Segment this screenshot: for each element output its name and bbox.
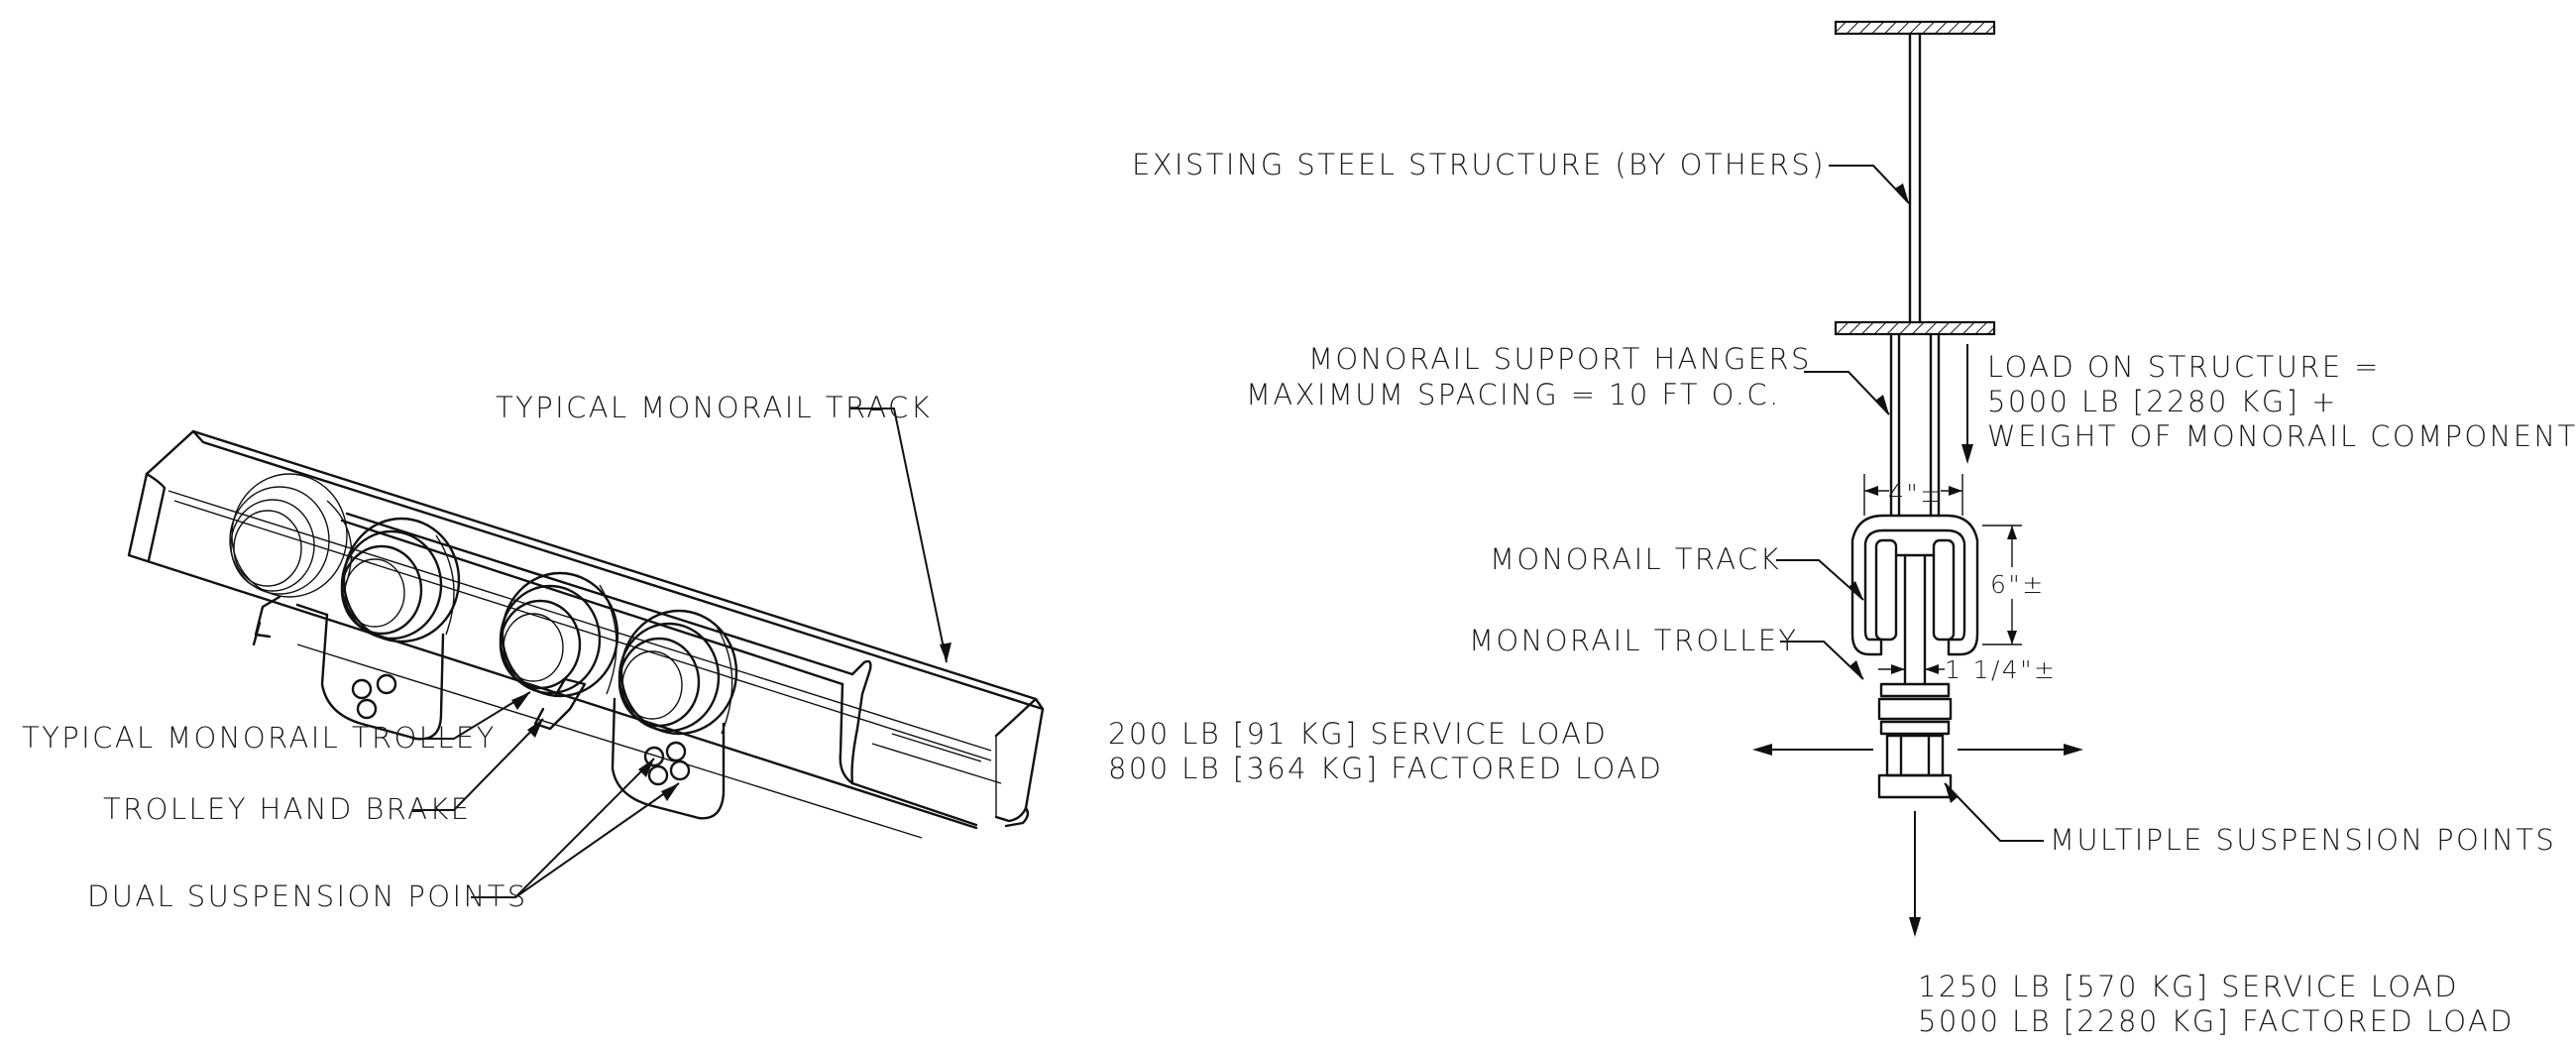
label-hangers-line2: MAXIMUM SPACING = 10 FT O.C. <box>1246 378 1781 411</box>
monorail-track-section <box>1850 514 1979 656</box>
steel-i-beam <box>1834 20 1996 336</box>
label-lateral-factored-load: 800 LB [364 KG] FACTORED LOAD <box>1108 752 1663 785</box>
dim-flange: 1 1/4"± <box>1945 655 2057 684</box>
label-load-line1: LOAD ON STRUCTURE = <box>1987 350 2381 384</box>
trolley-wheel-4 <box>611 609 738 820</box>
isometric-monorail-view: TYPICAL MONORAIL TRACK TYPICAL MONORAIL … <box>22 391 1045 913</box>
label-typical-monorail-trolley: TYPICAL MONORAIL TROLLEY <box>22 721 497 755</box>
label-load-line2: 5000 LB [2280 KG] + <box>1987 385 2338 418</box>
trolley-wheel-3 <box>499 571 619 731</box>
label-monorail-trolley: MONORAIL TROLLEY <box>1469 624 1799 657</box>
label-multiple-suspension-points: MULTIPLE SUSPENSION POINTS <box>2050 823 2556 857</box>
label-typical-monorail-track: TYPICAL MONORAIL TRACK <box>496 391 932 424</box>
label-trolley-hand-brake: TROLLEY HAND BRAKE <box>103 792 472 826</box>
label-vertical-factored-load: 5000 LB [2280 KG] FACTORED LOAD <box>1918 1004 2515 1038</box>
monorail-track-iso <box>127 429 1045 839</box>
label-load-line3: WEIGHT OF MONORAIL COMPONENTS <box>1987 419 2576 453</box>
trolley-wheel-ghost <box>229 473 353 646</box>
section-view: 4"± 6"± 1 1/4"± <box>1108 20 2576 1038</box>
label-dual-suspension-points: DUAL SUSPENSION POINTS <box>87 879 528 913</box>
label-existing-steel-structure: EXISTING STEEL STRUCTURE (BY OTHERS) <box>1132 148 1826 181</box>
label-vertical-service-load: 1250 LB [570 KG] SERVICE LOAD <box>1918 970 2459 1003</box>
label-monorail-track: MONORAIL TRACK <box>1490 542 1781 576</box>
trolley-wheel-2 <box>295 517 461 741</box>
label-hangers-line1: MONORAIL SUPPORT HANGERS <box>1308 342 1812 376</box>
label-lateral-service-load: 200 LB [91 KG] SERVICE LOAD <box>1108 717 1608 751</box>
dim-height: 6"± <box>1990 570 2046 599</box>
support-hangers <box>1889 332 1941 518</box>
dim-width: 4"± <box>1888 479 1944 508</box>
